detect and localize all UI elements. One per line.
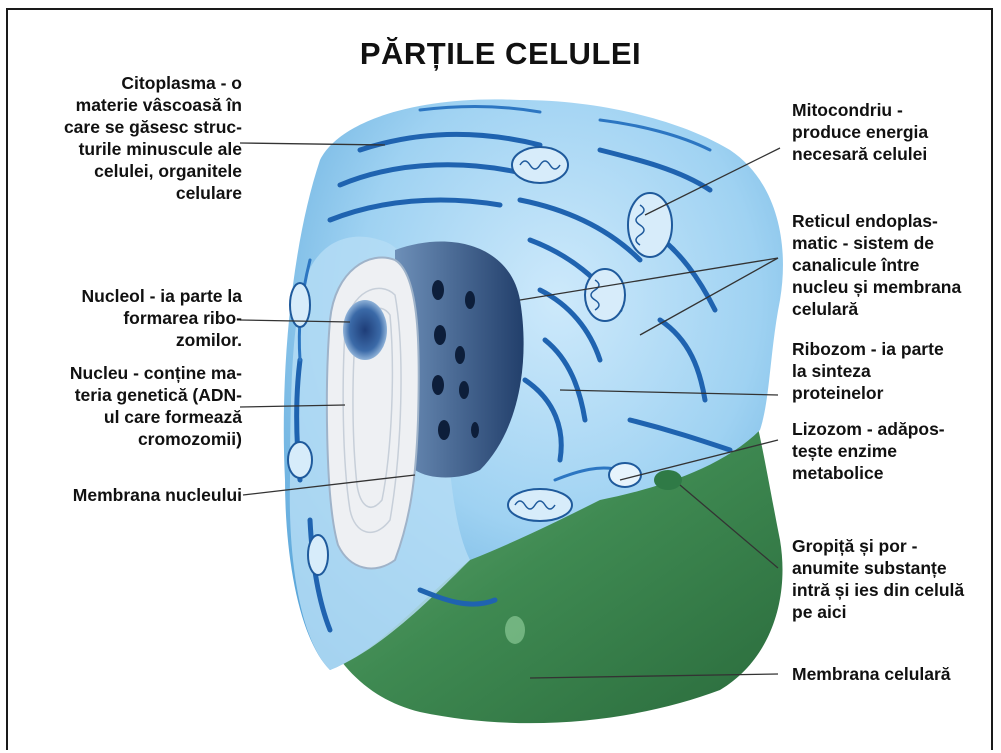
nucleolus — [343, 300, 387, 360]
label-membrana-celulara: Membrana celulară — [792, 663, 997, 685]
label-mitocondriu: Mitocondriu - produce energia necesară c… — [792, 99, 997, 165]
label-reticul: Reticul endoplas- matic - sistem de cana… — [792, 210, 997, 320]
label-gropita: Gropiță și por - anumite substanțe intră… — [792, 535, 997, 623]
label-citoplasma: Citoplasma - o materie vâscoasă în care … — [12, 72, 242, 204]
label-membrana-nucleului: Membrana nucleului — [12, 484, 242, 506]
label-lizozom: Lizozom - adăpos- tește enzime metabolic… — [792, 418, 997, 484]
pit-pore — [654, 470, 682, 490]
label-ribozom: Ribozom - ia parte la sinteza proteinelo… — [792, 338, 997, 404]
lysosome — [609, 463, 641, 487]
label-nucleol: Nucleol - ia parte la formarea ribo- zom… — [12, 285, 242, 351]
label-nucleu: Nucleu - conține ma- teria genetică (ADN… — [12, 362, 242, 450]
